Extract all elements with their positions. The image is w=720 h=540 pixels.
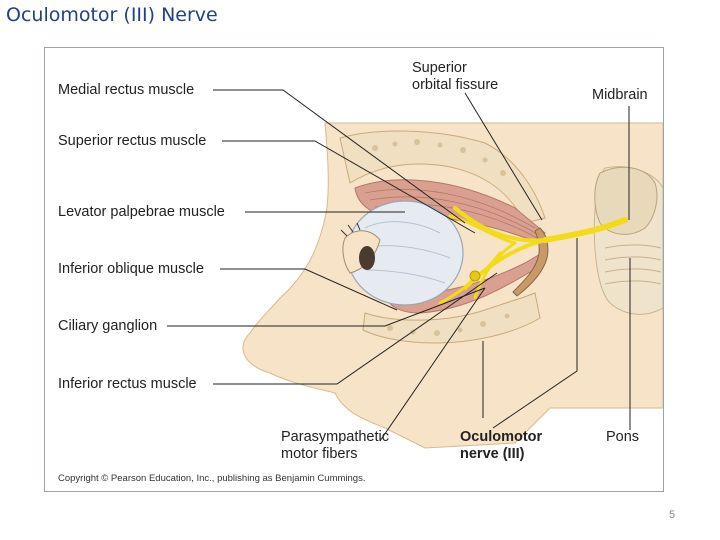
label-superior-orbital-fissure-line2: orbital fissure xyxy=(412,77,499,93)
label-ciliary-ganglion: Ciliary ganglion xyxy=(58,318,158,334)
leader-lines xyxy=(167,89,631,442)
iris xyxy=(359,246,375,270)
slide-title: Oculomotor (III) Nerve xyxy=(6,4,218,26)
label-pons: Pons xyxy=(606,429,640,445)
orbital-bone-lower xyxy=(362,292,541,344)
figure-frame: Medial rectus muscle Superior rectus mus… xyxy=(44,47,664,492)
label-oculomotor-nerve-line1: Oculomotor xyxy=(460,429,543,445)
orbital-bone-upper xyxy=(339,130,546,224)
label-midbrain: Midbrain xyxy=(592,87,648,103)
label-parasympathetic-line1: Parasympathetic xyxy=(281,429,389,445)
copyright-text: Copyright © Pearson Education, Inc., pub… xyxy=(58,473,366,484)
label-medial-rectus: Medial rectus muscle xyxy=(58,82,195,98)
anatomy-illustration xyxy=(167,89,663,449)
pons-stripes xyxy=(604,244,662,285)
bone-dots xyxy=(372,139,510,336)
label-parasympathetic-line2: motor fibers xyxy=(281,446,358,462)
face-profile xyxy=(242,122,663,449)
label-oculomotor-nerve-line2: nerve (III) xyxy=(460,446,525,462)
oculomotor-nerve-drawing xyxy=(438,206,628,305)
ciliary-ganglion-shape xyxy=(469,270,481,282)
page-number: 5 xyxy=(669,509,676,521)
label-superior-orbital-fissure-line1: Superior xyxy=(412,60,467,76)
midbrain-shape xyxy=(594,166,658,235)
label-inferior-rectus: Inferior rectus muscle xyxy=(58,376,197,392)
eyelashes xyxy=(340,222,361,237)
label-inferior-oblique: Inferior oblique muscle xyxy=(58,261,204,277)
label-superior-rectus: Superior rectus muscle xyxy=(58,133,207,149)
label-levator-palpebrae: Levator palpebrae muscle xyxy=(58,204,225,220)
